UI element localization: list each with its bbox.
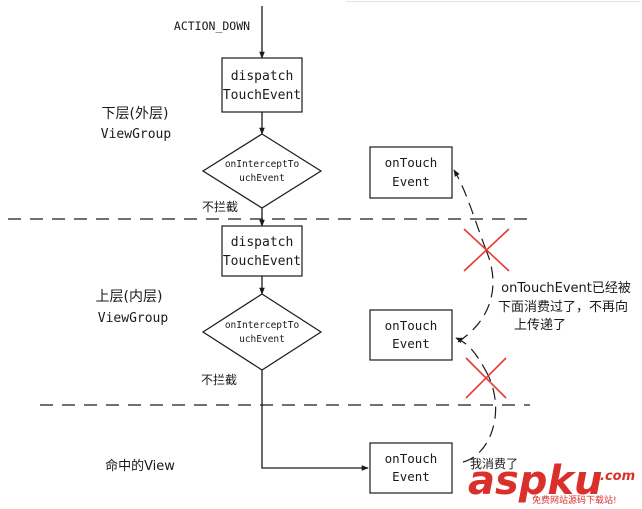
watermark-caption: 免费网站源码下载站! <box>532 494 617 506</box>
intercept-outer-line2: uchEvent <box>239 173 285 184</box>
intercept-outer-line1: onInterceptTo <box>225 159 300 170</box>
ontouch-view-line1: onTouch <box>385 451 438 466</box>
consumed-label: 我消费了 <box>470 457 518 471</box>
ontouch-inner-line1: onTouch <box>385 318 438 333</box>
action-down-label: ACTION_DOWN <box>174 19 250 33</box>
dispatch-touch-event-outer: dispatch TouchEvent <box>221 57 303 113</box>
note-line-1: onTouchEvent已经被 <box>501 281 631 296</box>
intercept-touch-event-outer: onInterceptTo uchEvent <box>201 133 323 209</box>
dispatch-outer-line1: dispatch <box>231 69 294 84</box>
dispatch-inner-line1: dispatch <box>231 235 294 250</box>
on-touch-event-inner: onTouch Event <box>369 309 453 361</box>
ontouch-outer-line2: Event <box>392 174 430 189</box>
return-path-inner-to-outer-upper <box>453 169 487 251</box>
on-touch-event-outer: onTouch Event <box>369 146 453 199</box>
dispatch-outer-line2: TouchEvent <box>223 88 301 103</box>
on-touch-event-view: onTouch Event <box>369 442 453 494</box>
ontouch-view-line2: Event <box>392 469 430 484</box>
flow-arrow-to-view <box>261 370 369 471</box>
watermark-tld: .com <box>600 469 635 484</box>
return-path-view-to-inner-lower <box>462 374 497 463</box>
ontouch-outer-line1: onTouch <box>385 155 438 170</box>
return-path-inner-to-outer-lower <box>457 249 494 343</box>
dispatch-inner-line2: TouchEvent <box>223 254 301 269</box>
target-view-label: 命中的View <box>105 458 175 474</box>
note-line-2: 下面消费过了，不再向 <box>498 299 628 315</box>
inner-layer-label: 上层(内层) <box>96 289 163 305</box>
intercept-inner-line1: onInterceptTo <box>225 320 300 331</box>
blocked-cross-upper <box>463 228 510 272</box>
return-path-view-to-inner-upper <box>455 337 489 376</box>
dispatch-touch-event-inner: dispatch TouchEvent <box>221 225 303 277</box>
ontouch-inner-line2: Event <box>392 336 430 351</box>
intercept-touch-event-inner: onInterceptTo uchEvent <box>201 293 323 371</box>
outer-layer-viewgroup-label: ViewGroup <box>101 127 172 142</box>
no-intercept-inner-label: 不拦截 <box>201 373 237 387</box>
no-intercept-outer-label: 不拦截 <box>202 200 238 214</box>
blocked-cross-lower <box>465 357 507 399</box>
watermark-logo: aspku <box>468 458 603 504</box>
outer-layer-label: 下层(外层) <box>102 106 169 122</box>
aspku-watermark: aspku .com 免费网站源码下载站! <box>468 458 635 506</box>
note-line-3: 上传递了 <box>514 318 566 333</box>
intercept-inner-line2: uchEvent <box>239 334 285 345</box>
inner-layer-viewgroup-label: ViewGroup <box>98 311 169 326</box>
